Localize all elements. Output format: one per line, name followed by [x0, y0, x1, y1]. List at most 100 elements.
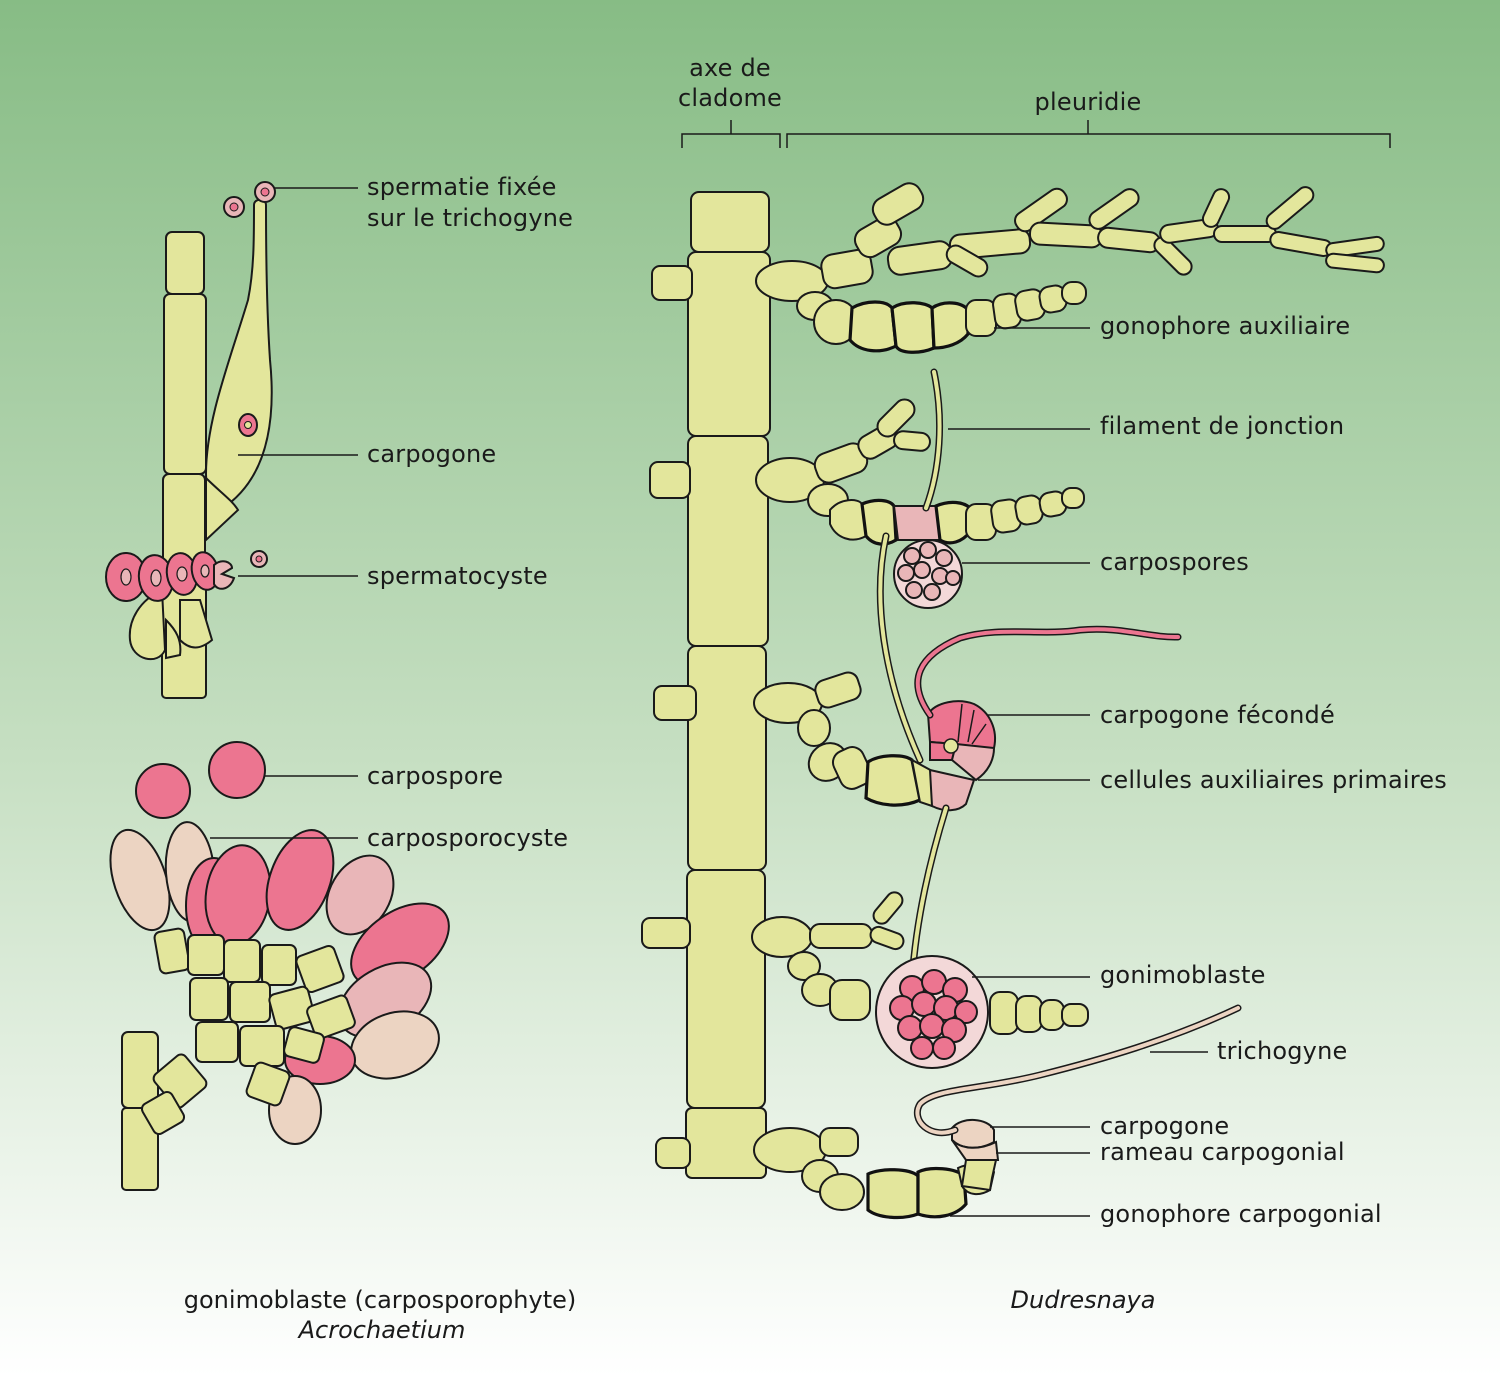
empty-spermatocyste — [213, 560, 236, 590]
gonimoblast-cell — [919, 1013, 945, 1039]
axis-cell — [687, 435, 769, 647]
pleuridie-branch — [753, 1119, 1000, 1220]
label-axe-line2: cladome — [678, 84, 782, 112]
branch-cell — [876, 398, 916, 438]
gonimoblast-cell — [239, 1025, 285, 1067]
basal-cell — [751, 916, 813, 958]
leader-lines — [210, 187, 1208, 1217]
axis-cell — [685, 1107, 767, 1179]
branch-cell — [829, 979, 871, 1021]
branch-cell — [989, 991, 1019, 1035]
branch-cell — [1061, 487, 1085, 509]
carposporocyste — [109, 828, 171, 932]
label-trichogyne: trichogyne — [1217, 1037, 1347, 1065]
branch-cell — [871, 182, 925, 226]
carpospore-cell — [935, 549, 953, 567]
label-spermatocyste: spermatocyste — [367, 562, 548, 590]
branch-cell — [814, 671, 862, 709]
label-carpogone-feconde: carpogone fécondé — [1100, 701, 1335, 729]
label-cellules-auxiliaires: cellules auxiliaires primaires — [1100, 766, 1447, 794]
side-branch — [165, 617, 182, 660]
side-cell — [641, 917, 691, 949]
branch-cell — [1014, 187, 1068, 233]
label-spermatie-line2: sur le trichogyne — [367, 204, 573, 232]
support-cell — [205, 475, 240, 543]
carposporocyste — [325, 854, 395, 936]
thick-cell — [930, 301, 970, 350]
label-spermatie-line1: spermatie fixée — [367, 173, 557, 201]
label-gonophore-carpogonial: gonophore carpogonial — [1100, 1200, 1382, 1228]
side-branch — [179, 599, 214, 649]
branch-cell — [893, 430, 931, 452]
acrochaetium-carpogone-figure — [105, 181, 276, 699]
side-cell — [651, 265, 693, 301]
cellule-auxiliaire — [892, 505, 942, 541]
axis-cell — [687, 645, 767, 871]
carpospore-cell — [905, 581, 923, 599]
branch-cell — [945, 244, 989, 278]
label-rameau-carpogonial: rameau carpogonial — [1100, 1138, 1345, 1166]
caption-right: Dudresnaya — [1011, 1286, 1156, 1314]
thick-cell — [916, 1166, 968, 1219]
gonimoblast-cell — [153, 927, 191, 975]
gonimoblast-cell — [229, 981, 271, 1023]
label-carpogone-right: carpogone — [1100, 1112, 1229, 1140]
label-pleuridie: pleuridie — [1035, 88, 1142, 116]
label-gonimoblaste: gonimoblaste — [1100, 961, 1266, 989]
carpospore — [135, 763, 191, 819]
gonimoblast-cell — [245, 1061, 291, 1107]
gonimoblaste-cells — [889, 969, 978, 1060]
branch-cell — [1325, 252, 1385, 274]
gonimoblast-cell — [223, 939, 261, 983]
carpospore-cell — [919, 541, 937, 559]
branch-cell — [853, 215, 903, 259]
gonimoblast-cell — [295, 944, 345, 994]
thick-cell — [866, 1168, 920, 1220]
branch-cell — [819, 1173, 865, 1211]
gonimoblast-cell — [268, 985, 316, 1031]
branch-cell — [1325, 235, 1385, 259]
carpospore-cell — [903, 547, 921, 565]
branch-cell — [1061, 1003, 1089, 1027]
gonimoblast-cell — [897, 1015, 923, 1041]
gonimoblast-cell — [283, 1026, 325, 1064]
branch-cell — [819, 1127, 859, 1157]
labels: axe de cladome pleuridie spermatie fixée… — [184, 54, 1447, 1344]
thick-cell — [934, 500, 972, 545]
carpospore-cell — [913, 561, 931, 579]
branch-cell — [1061, 281, 1087, 305]
carpogone-feconde-cell — [950, 742, 996, 782]
label-gonophore-auxiliaire: gonophore auxiliaire — [1100, 312, 1350, 340]
gonimoblast-cell — [140, 1090, 186, 1136]
gonimoblast-cell — [910, 1036, 934, 1060]
branch-cell — [1201, 188, 1231, 228]
gonimoblast-cell — [306, 994, 356, 1040]
branch-cell — [1088, 188, 1140, 230]
gonimoblast-cell — [954, 1000, 978, 1024]
label-carpogone: carpogone — [367, 440, 496, 468]
label-filament-jonction: filament de jonction — [1100, 412, 1344, 440]
gonimoblast-cell — [189, 977, 229, 1021]
dudresnaya-figure — [641, 120, 1391, 1220]
caption-left-line2: Acrochaetium — [297, 1316, 466, 1344]
label-carpospores: carpospores — [1100, 548, 1249, 576]
carpospore — [208, 741, 266, 799]
thick-cell — [848, 300, 898, 353]
label-carposporocyste: carposporocyste — [367, 824, 568, 852]
filament-cell — [121, 1107, 159, 1191]
gonimoblast-cell — [187, 934, 225, 976]
thick-cell — [860, 498, 898, 546]
acrochaetium-gonimoblaste-figure — [109, 741, 450, 1191]
branch-cell — [787, 951, 821, 981]
side-cell — [649, 461, 691, 499]
side-branch — [128, 588, 167, 660]
gonimoblast-cell — [195, 1021, 239, 1063]
carpospore-cell — [945, 570, 961, 586]
carpospore-cell — [923, 583, 941, 601]
label-carpospore: carpospore — [367, 762, 503, 790]
pleuridie-branch — [755, 398, 1085, 609]
carpospore-cell — [897, 564, 915, 582]
branch-cell — [872, 891, 904, 925]
